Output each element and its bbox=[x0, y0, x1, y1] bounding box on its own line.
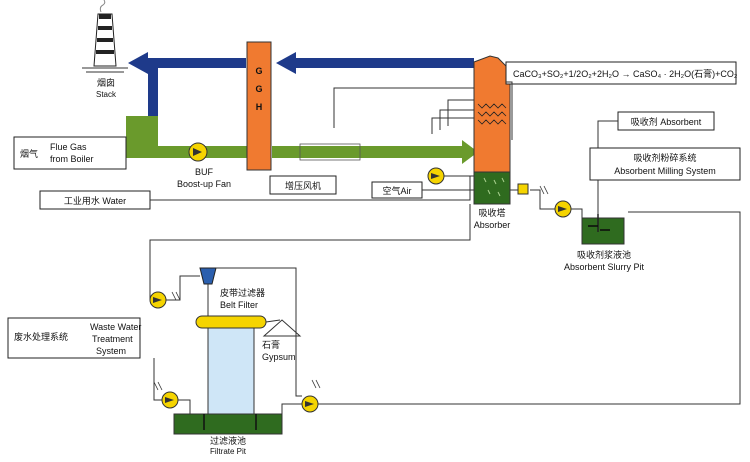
wastewater-label-cn: 废水处理系统 bbox=[14, 331, 68, 342]
belt-filter-label-cn: 皮带过滤器 bbox=[220, 287, 265, 298]
clean-gas-duct bbox=[128, 52, 474, 116]
air-label: 空气Air bbox=[383, 185, 412, 196]
stack-label-cn: 烟囱 bbox=[97, 77, 115, 88]
wastewater-label-en2: Treatment bbox=[92, 334, 133, 344]
spray-headers bbox=[333, 87, 474, 134]
reaction-equation: CaCO₃+SO₂+1/2O₂+2H₂O → CaSO₄ · 2H₂O(石膏)+… bbox=[513, 68, 738, 79]
gypsum-bleed-pump bbox=[149, 275, 200, 309]
milling-label-cn: 吸收剂粉碎系统 bbox=[633, 152, 696, 163]
milling-system-box bbox=[589, 147, 741, 181]
flue-gas-arrow-absorber bbox=[462, 140, 478, 164]
clean-gas-duct-top bbox=[148, 58, 246, 68]
flue-gas-label-en2: from Boiler bbox=[50, 154, 94, 164]
clean-gas-arrow-stack bbox=[128, 52, 148, 74]
booster-fan-label: 增压风机 bbox=[285, 180, 321, 191]
gypsum-pile bbox=[262, 319, 302, 337]
flue-gas-duct-left bbox=[124, 146, 248, 158]
reaction-equation-box bbox=[505, 61, 737, 85]
boost-fan-label: Boost-up Fan bbox=[177, 179, 231, 189]
filter-to-pit-line bbox=[216, 267, 302, 397]
milling-label-en: Absorbent Milling System bbox=[614, 166, 716, 176]
flue-gas-label-cn: 烟气 bbox=[20, 148, 38, 159]
belt-filter-label-en: Belt Filter bbox=[220, 300, 258, 310]
process-water-label: 工业用水 Water bbox=[64, 195, 126, 206]
slurry-feed-pump bbox=[530, 185, 583, 222]
absorber-label-en: Absorber bbox=[474, 220, 511, 230]
duct-callout-box bbox=[299, 143, 361, 161]
filtrate-pit bbox=[173, 413, 283, 435]
filtrate-pit-label-en: Filtrate Pit bbox=[210, 447, 247, 456]
absorber-label-cn: 吸收塔 bbox=[478, 207, 505, 218]
filter-column bbox=[207, 327, 255, 419]
gypsum-bleed-line bbox=[149, 204, 471, 300]
flue-gas-duct-riser bbox=[126, 116, 158, 146]
flue-gas-input-box bbox=[13, 136, 127, 170]
gypsum-label-cn: 石膏 bbox=[262, 339, 280, 350]
absorbent-line bbox=[597, 120, 618, 148]
absorbent-label: 吸收剂 Absorbent bbox=[631, 116, 702, 127]
wastewater-pump bbox=[153, 358, 191, 414]
filtrate-return-line bbox=[318, 211, 741, 405]
absorber-recirc-pump bbox=[427, 167, 474, 185]
clean-gas-arrow-ggh bbox=[276, 52, 296, 74]
ggh-letter-h: H bbox=[256, 102, 263, 112]
slurry-pit-label-cn: 吸收剂浆液池 bbox=[577, 249, 631, 260]
gypsum-label-en: Gypsum bbox=[262, 352, 296, 362]
belt-filter bbox=[195, 267, 267, 419]
flue-gas-duct bbox=[124, 116, 478, 164]
clean-gas-duct-down bbox=[148, 58, 158, 116]
flue-gas-duct-right bbox=[272, 146, 462, 158]
ggh-letter-g2: G bbox=[255, 84, 262, 94]
wastewater-label-en3: System bbox=[96, 346, 126, 356]
booster-fan-box bbox=[269, 175, 337, 195]
oxidation-blower bbox=[517, 183, 529, 195]
slurry-pit-label-en: Absorbent Slurry Pit bbox=[564, 262, 645, 272]
wastewater-box bbox=[7, 317, 141, 359]
ggh-body bbox=[246, 41, 272, 171]
boost-up-fan bbox=[188, 142, 208, 162]
flue-gas-label-en1: Flue Gas bbox=[50, 142, 87, 152]
filtrate-return-pump bbox=[281, 211, 741, 414]
ggh-letter-g1: G bbox=[255, 66, 262, 76]
stack bbox=[82, 0, 128, 73]
stack-label-en: Stack bbox=[96, 90, 117, 99]
buf-label: BUF bbox=[195, 167, 214, 177]
equation-pointer bbox=[506, 81, 513, 140]
filtrate-pit-label-cn: 过滤液池 bbox=[210, 435, 246, 446]
absorbent-slurry-pit bbox=[581, 214, 625, 245]
clean-gas-duct-right bbox=[296, 58, 474, 68]
ggh-heat-exchanger: G G H bbox=[246, 41, 272, 171]
absorber-slurry bbox=[473, 171, 511, 205]
absorber-tower bbox=[473, 55, 511, 205]
wastewater-label-en1: Waste Water bbox=[90, 322, 141, 332]
